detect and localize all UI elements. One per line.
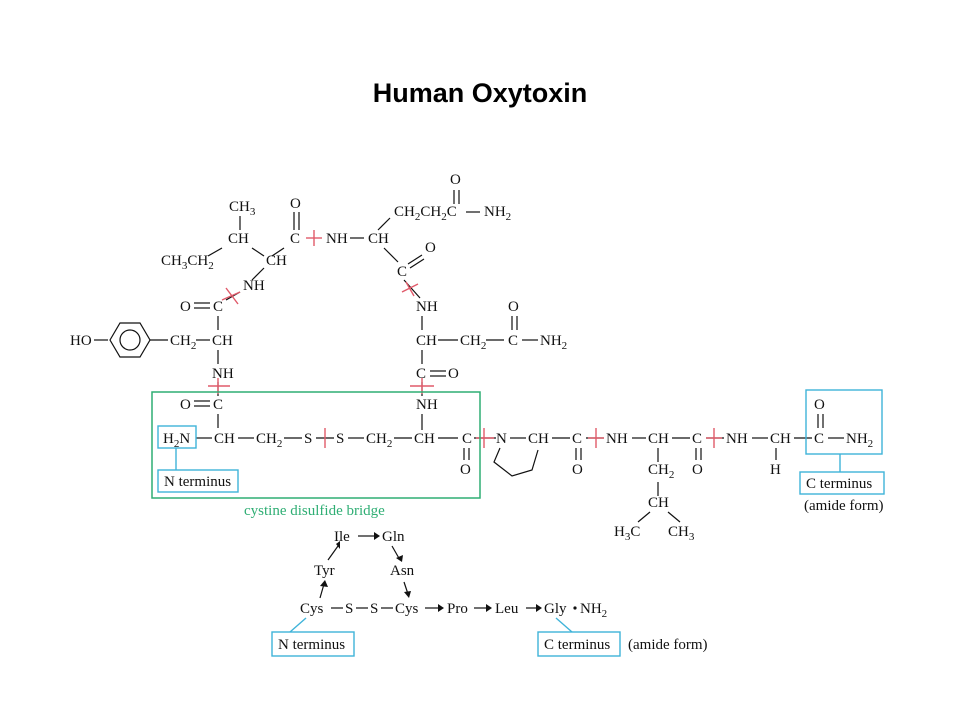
seq-cys-1: Cys — [300, 601, 324, 617]
svg-text:CH3CH2: CH3CH2 — [161, 253, 214, 272]
seq-n-terminus-label: N terminus — [278, 637, 345, 653]
svg-text:O: O — [448, 366, 459, 382]
svg-text:CH: CH — [368, 231, 389, 247]
svg-text:O: O — [572, 462, 583, 478]
svg-text:N: N — [496, 431, 507, 447]
svg-text:HO: HO — [70, 333, 92, 349]
svg-text:C: C — [416, 366, 426, 382]
amide-form-label: (amide form) — [804, 498, 884, 514]
svg-text:CH2: CH2 — [460, 333, 486, 352]
svg-text:O: O — [290, 196, 301, 212]
seq-pro: Pro — [447, 601, 468, 617]
svg-text:C: C — [508, 333, 518, 349]
svg-text:NH: NH — [243, 278, 265, 294]
cystine-bridge-box — [151, 391, 481, 499]
svg-text:S: S — [304, 431, 312, 447]
svg-text:CH: CH — [648, 495, 669, 511]
svg-text:NH: NH — [416, 299, 438, 315]
seq-gln: Gln — [382, 529, 405, 545]
svg-text:C: C — [213, 299, 223, 315]
seq-nh2: NH — [580, 601, 602, 617]
svg-text:O: O — [814, 397, 825, 413]
svg-text:C: C — [814, 431, 824, 447]
svg-text:NH: NH — [606, 431, 628, 447]
seq-gly: Gly — [544, 601, 567, 617]
svg-text:CH: CH — [770, 431, 791, 447]
svg-text:O: O — [460, 462, 471, 478]
svg-text:CH2CH2C: CH2CH2C — [394, 204, 457, 223]
svg-text:CH: CH — [528, 431, 549, 447]
svg-text:NH2: NH2 — [580, 601, 607, 620]
svg-text:CH: CH — [416, 333, 437, 349]
svg-text:O: O — [508, 299, 519, 315]
seq-cys-2: Cys — [395, 601, 419, 617]
svg-text:CH: CH — [228, 231, 249, 247]
svg-text:CH: CH — [414, 431, 435, 447]
svg-text:C: C — [213, 397, 223, 413]
svg-text:CH: CH — [212, 333, 233, 349]
svg-text:NH: NH — [326, 231, 348, 247]
c-terminus-label: C terminus — [806, 476, 872, 492]
seq-leu: Leu — [495, 601, 519, 617]
svg-text:NH: NH — [212, 366, 234, 382]
svg-text:C: C — [462, 431, 472, 447]
svg-text:O: O — [180, 299, 191, 315]
svg-text:C: C — [290, 231, 300, 247]
svg-text:C: C — [692, 431, 702, 447]
svg-text:CH: CH — [266, 253, 287, 269]
svg-text:CH2: CH2 — [648, 462, 674, 481]
svg-text:CH2: CH2 — [366, 431, 392, 450]
svg-text:NH2: NH2 — [540, 333, 567, 352]
svg-text:CH: CH — [648, 431, 669, 447]
svg-text:O: O — [692, 462, 703, 478]
svg-text:NH: NH — [726, 431, 748, 447]
seq-tyr: Tyr — [314, 563, 335, 579]
page-title: Human Oxytoxin — [372, 78, 588, 108]
seq-c-terminus-label: C terminus — [544, 637, 610, 653]
svg-text:CH: CH — [214, 431, 235, 447]
svg-text:C: C — [572, 431, 582, 447]
n-terminus-label: N terminus — [164, 474, 231, 490]
seq-s-1: S — [345, 601, 353, 617]
svg-text:NH: NH — [416, 397, 438, 413]
seq-asn: Asn — [390, 563, 415, 579]
svg-text:NH2: NH2 — [846, 431, 873, 450]
svg-text:O: O — [450, 172, 461, 188]
svg-text:CH2: CH2 — [256, 431, 282, 450]
seq-s-2: S — [370, 601, 378, 617]
svg-text:S: S — [336, 431, 344, 447]
svg-text:CH3: CH3 — [229, 199, 256, 218]
svg-text:CH3: CH3 — [668, 524, 695, 543]
svg-text:H: H — [770, 462, 781, 478]
svg-text:H3C: H3C — [614, 524, 640, 543]
svg-text:H2N: H2N — [163, 431, 190, 450]
seq-ile: Ile — [334, 529, 350, 545]
svg-text:O: O — [425, 240, 436, 256]
svg-text:O: O — [180, 397, 191, 413]
cystine-bridge-label: cystine disulfide bridge — [244, 503, 385, 519]
seq-amide-form-label: (amide form) — [628, 637, 708, 653]
svg-text:CH2: CH2 — [170, 333, 196, 352]
svg-text:NH2: NH2 — [484, 204, 511, 223]
svg-text:C: C — [397, 264, 407, 280]
